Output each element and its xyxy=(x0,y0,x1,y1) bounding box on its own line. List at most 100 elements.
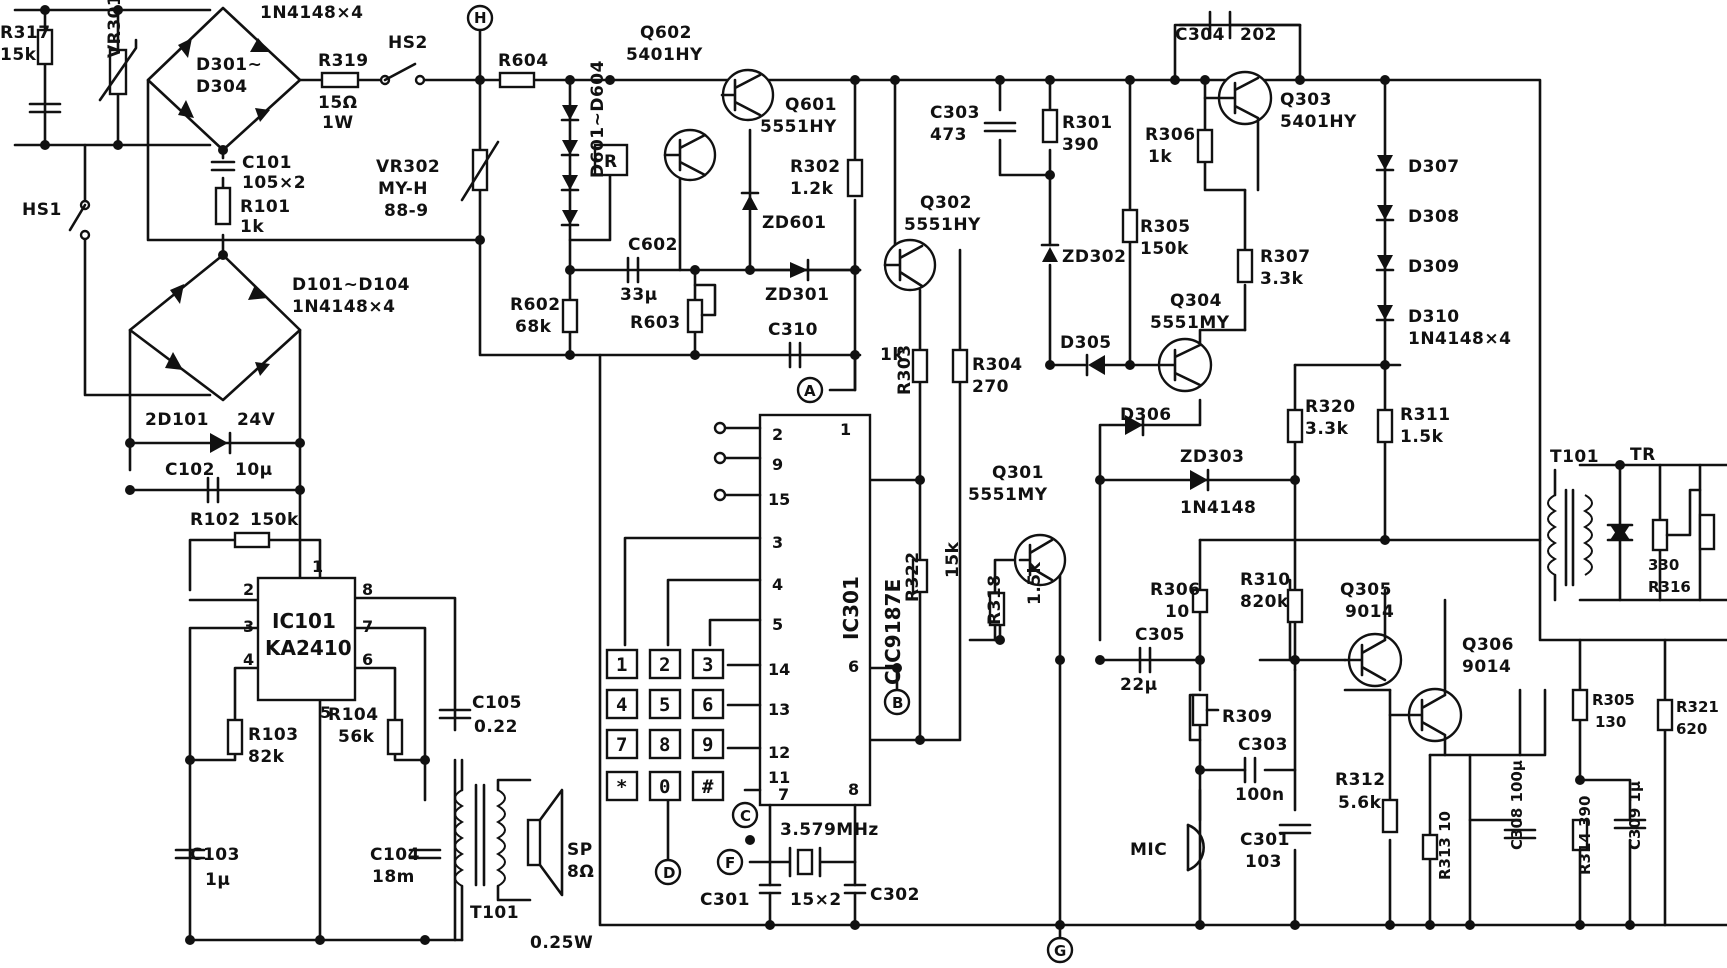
d305-label: D305 xyxy=(1060,333,1112,353)
r303-value-label: 1k xyxy=(880,345,904,365)
r311-value-label: 1.5k xyxy=(1400,427,1444,447)
c101-capacitor-icon xyxy=(210,160,236,172)
key-7-label[interactable]: 7 xyxy=(616,734,627,756)
sp-ref-label: SP xyxy=(567,840,593,860)
key-3-label[interactable]: 3 xyxy=(702,654,713,676)
key-6-label[interactable]: 6 xyxy=(702,694,713,716)
hs1-switch-icon[interactable] xyxy=(68,199,91,241)
node-h xyxy=(466,4,494,32)
c303-value-label: 473 xyxy=(930,125,967,145)
key-4-label[interactable]: 4 xyxy=(616,694,627,716)
ic101-part-label: KA2410 xyxy=(265,636,352,660)
ic301-pin-11: 11 xyxy=(768,768,790,787)
ic301-pin-4: 4 xyxy=(772,575,783,594)
q303-transistor-icon xyxy=(1203,70,1273,192)
r318-resistor-icon xyxy=(988,591,1006,627)
node-d xyxy=(654,858,682,886)
d307-label: D307 xyxy=(1408,157,1460,177)
r314-resistor-icon xyxy=(1571,818,1589,852)
c310-capacitor-icon xyxy=(788,341,802,369)
r307-ref-label: R307 xyxy=(1260,247,1311,267)
r604-label: R604 xyxy=(498,51,549,71)
d601-d604-label: D601~D604 xyxy=(588,60,608,178)
key-star-label[interactable]: * xyxy=(616,776,627,798)
r306-resistor-icon xyxy=(1196,128,1214,164)
c302-ref-label: C302 xyxy=(870,885,920,905)
hs1-label: HS1 xyxy=(22,200,62,220)
r317-value-label: 15k xyxy=(0,45,37,65)
key-2-label[interactable]: 2 xyxy=(659,654,670,676)
c304-value-label: 202 xyxy=(1240,25,1277,45)
r306-lower-resistor-icon xyxy=(1191,588,1209,614)
r603-wiper-icon xyxy=(693,283,717,317)
ic101-pin-6: 6 xyxy=(362,650,373,669)
r102-ref-label: R102 xyxy=(190,510,241,530)
r321-value-label: 620 xyxy=(1676,720,1707,738)
r316-resistor-icon xyxy=(1651,518,1669,552)
r603-resistor-icon xyxy=(686,298,704,334)
r318-value-label: 1.5k xyxy=(1025,561,1045,605)
input-capacitor-icon xyxy=(28,102,62,114)
node-b xyxy=(883,688,911,716)
keypad[interactable] xyxy=(605,648,725,802)
r319-power-label: 1W xyxy=(322,113,354,133)
q303-ref-label: Q303 xyxy=(1280,90,1332,110)
q306-transistor-icon xyxy=(1388,598,1463,757)
q601-transistor-icon xyxy=(663,128,717,182)
r319-resistor-icon xyxy=(320,71,360,89)
d101-bridge-ref-label: D101~D104 xyxy=(292,275,410,295)
tr-triac-icon xyxy=(1606,523,1634,542)
c303-lower-ref-label: C303 xyxy=(1238,735,1288,755)
c301-lower-value-label: 103 xyxy=(1245,852,1282,872)
zd101-value-label: 24V xyxy=(237,410,276,430)
ic301-pin-2: 2 xyxy=(772,425,783,444)
r305-value-label: 150k xyxy=(1140,239,1189,259)
r310-ref-label: R310 xyxy=(1240,570,1291,590)
r602-resistor-icon xyxy=(561,298,579,334)
q305-ref-label: Q305 xyxy=(1340,580,1392,600)
c305-value-label: 22μ xyxy=(1120,675,1158,695)
c105-capacitor-icon xyxy=(438,708,472,720)
sp-power-label: 0.25W xyxy=(530,933,593,953)
c303-lower-capacitor-icon xyxy=(1243,756,1257,784)
r102-value-label: 150k xyxy=(250,510,299,530)
zd101-ref-label: 2D101 xyxy=(145,410,209,430)
key-0-label[interactable]: 0 xyxy=(659,776,670,798)
key-9-label[interactable]: 9 xyxy=(702,734,713,756)
key-hash-label[interactable]: # xyxy=(702,776,714,798)
r310-value-label: 820k xyxy=(1240,592,1289,612)
r307-value-label: 3.3k xyxy=(1260,269,1304,289)
node-h-label: H xyxy=(474,9,487,27)
zd303-part-label: 1N4148 xyxy=(1180,498,1256,518)
c602-value-label: 33μ xyxy=(620,285,658,305)
r301-ref-label: R301 xyxy=(1062,113,1113,133)
q304-transistor-icon xyxy=(1128,328,1247,393)
r309-label: R309 xyxy=(1222,707,1273,727)
d101-bridge-part-label: 1N4148×4 xyxy=(292,297,395,317)
d601-d604-diodes-icon xyxy=(560,105,580,227)
r312-resistor-icon xyxy=(1381,798,1399,834)
ic301-pin-8: 8 xyxy=(848,780,859,799)
r302-value-label: 1.2k xyxy=(790,179,834,199)
c301-lower-capacitor-icon xyxy=(1278,823,1312,835)
node-f-label: F xyxy=(725,854,735,872)
ic301-left-pins xyxy=(623,421,762,862)
hs2-switch-icon[interactable] xyxy=(379,62,426,86)
key-8-label[interactable]: 8 xyxy=(659,734,670,756)
r304-resistor-icon xyxy=(951,348,969,384)
d310-ref-label: D310 xyxy=(1408,307,1460,327)
node-d-label: D xyxy=(663,864,675,882)
c309-capacitor-icon xyxy=(1613,818,1647,830)
r310-resistor-icon xyxy=(1286,588,1304,624)
r306-lower-ref-label: R306 xyxy=(1150,580,1201,600)
key-5-label[interactable]: 5 xyxy=(659,694,670,716)
relay-coil xyxy=(593,143,629,177)
r103-value-label: 82k xyxy=(248,747,285,767)
ic301-pin-14: 14 xyxy=(768,660,790,679)
key-1-label[interactable]: 1 xyxy=(616,654,627,676)
c303-capacitor-icon xyxy=(983,121,1017,133)
ic301-pin-13: 13 xyxy=(768,700,790,719)
ic101-pin-3: 3 xyxy=(243,617,254,636)
r312-value-label: 5.6k xyxy=(1338,793,1382,813)
ic101-ref-label: IC101 xyxy=(272,609,336,633)
